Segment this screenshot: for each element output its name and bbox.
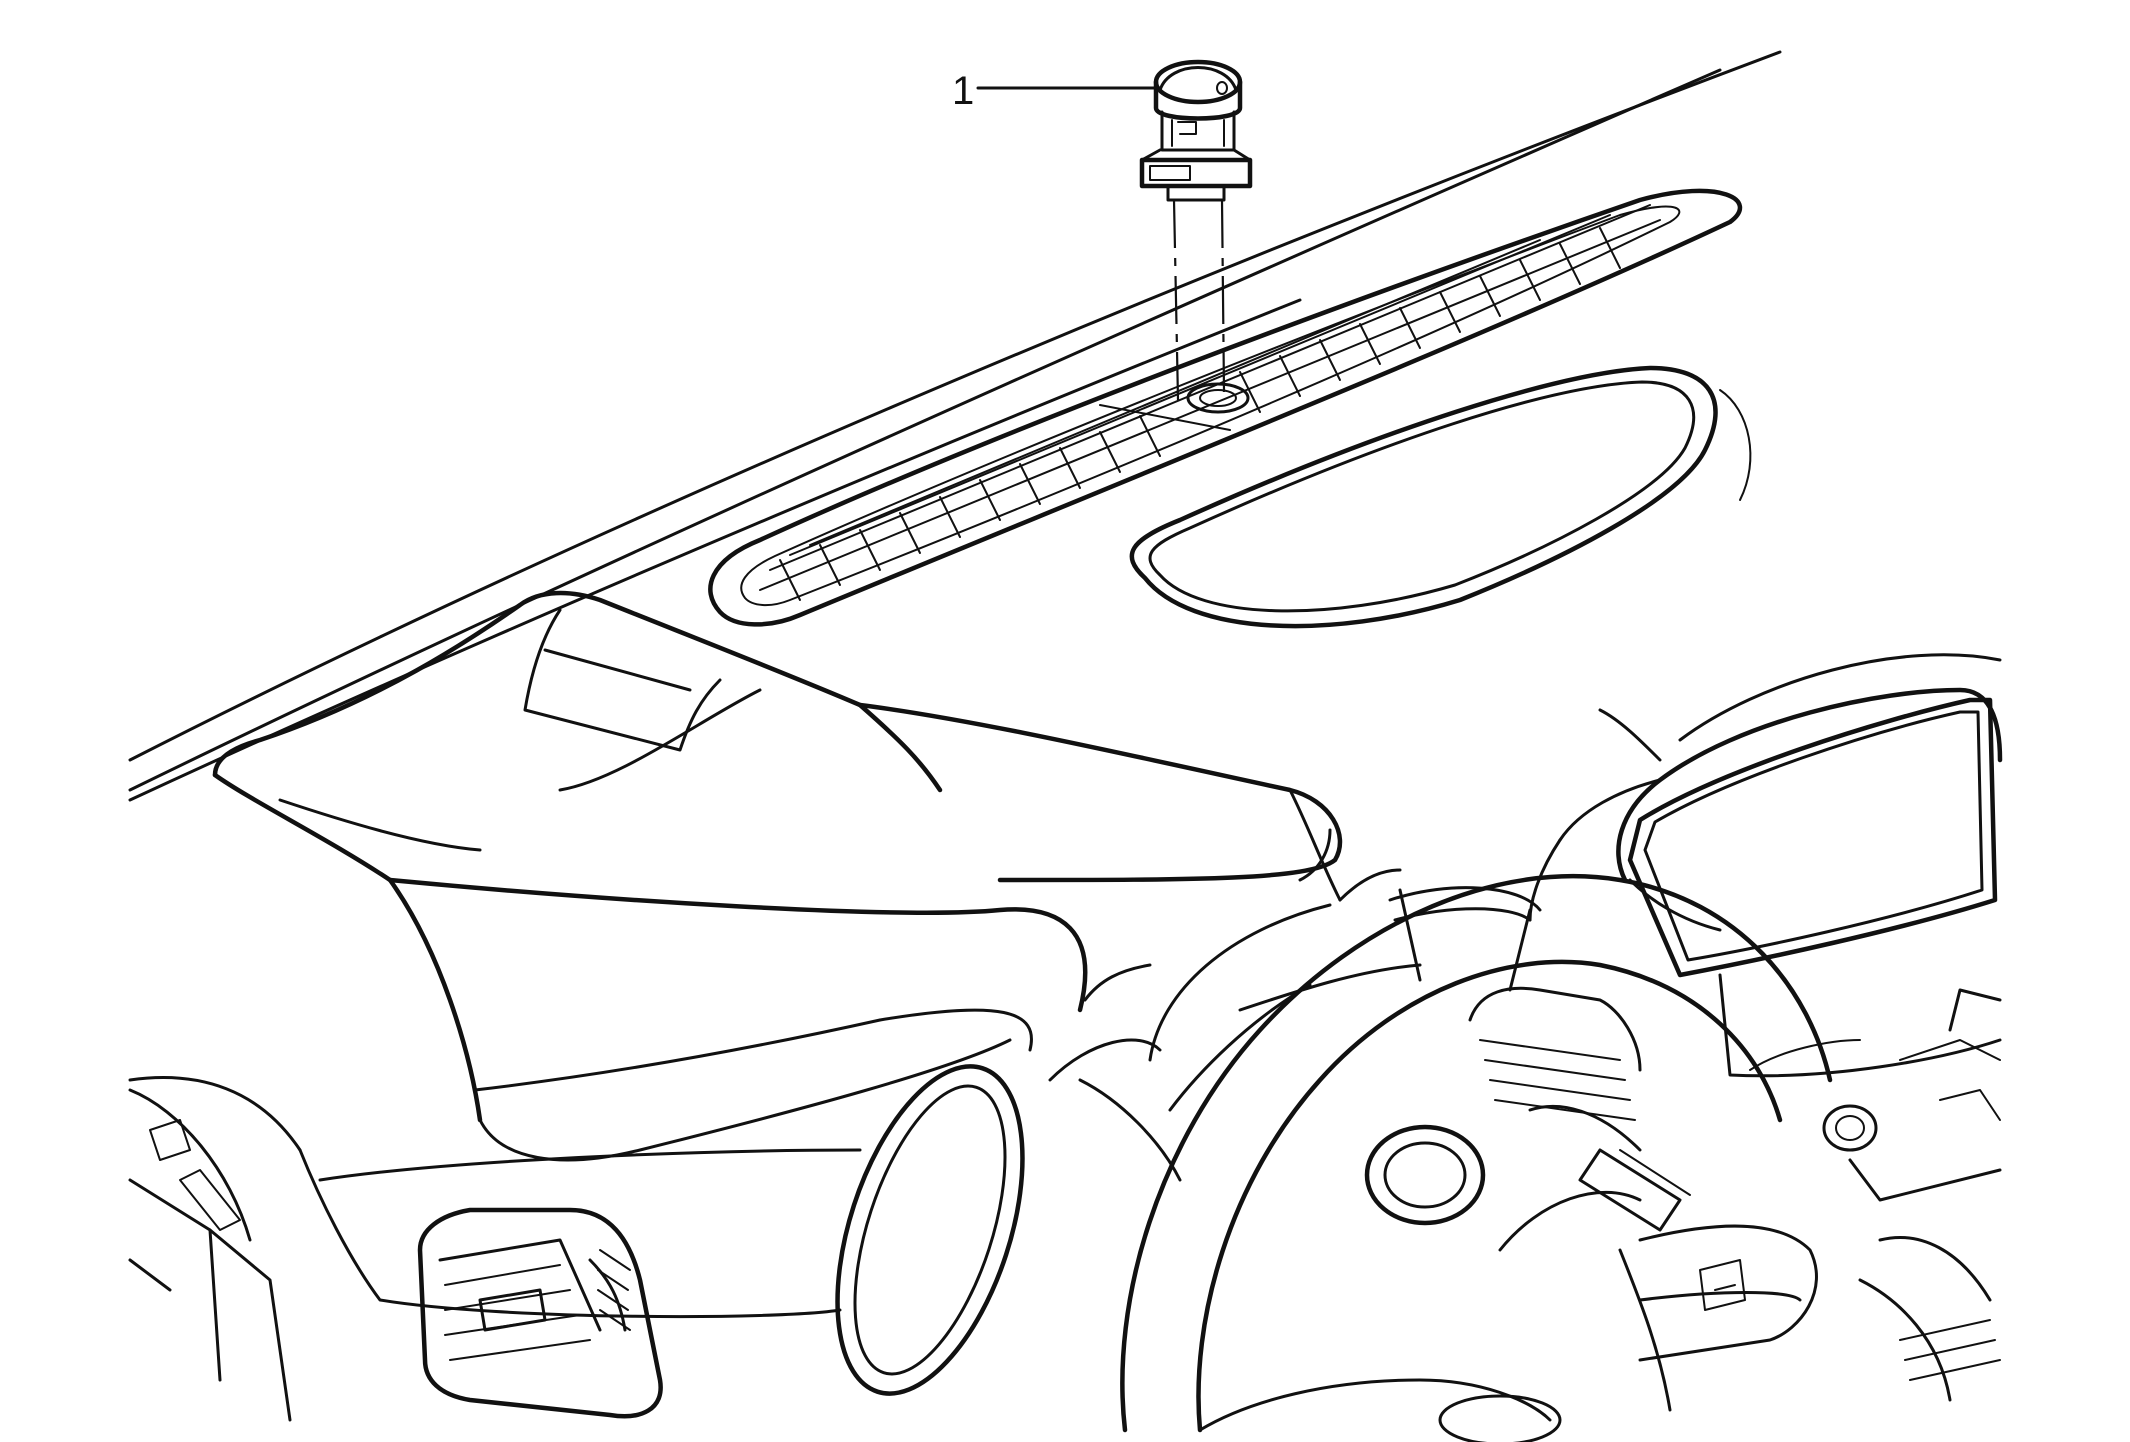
sunload-sensor [1139, 59, 1253, 202]
hazard-knob [1364, 1124, 1486, 1226]
sensor-mounting-hole [1186, 382, 1250, 414]
infotainment-screen [1627, 697, 1998, 978]
lower-dash [128, 1076, 862, 1422]
frame-outlines [1083, 838, 2002, 1032]
callout-1: 1 [952, 69, 1160, 113]
vent-grille [759, 204, 1661, 601]
installation-guide-lines [1172, 199, 1226, 401]
callout-number: 1 [952, 69, 974, 113]
instrument-hood [212, 590, 1343, 1162]
passenger-panel [1129, 365, 1752, 629]
steering-wheel [1120, 873, 1833, 1442]
center-stack [1364, 653, 2003, 1402]
center-air-vent [1468, 986, 1642, 1152]
defroster-vent [708, 188, 1743, 627]
windshield-edge [128, 50, 1782, 802]
left-air-vent [417, 1207, 663, 1419]
